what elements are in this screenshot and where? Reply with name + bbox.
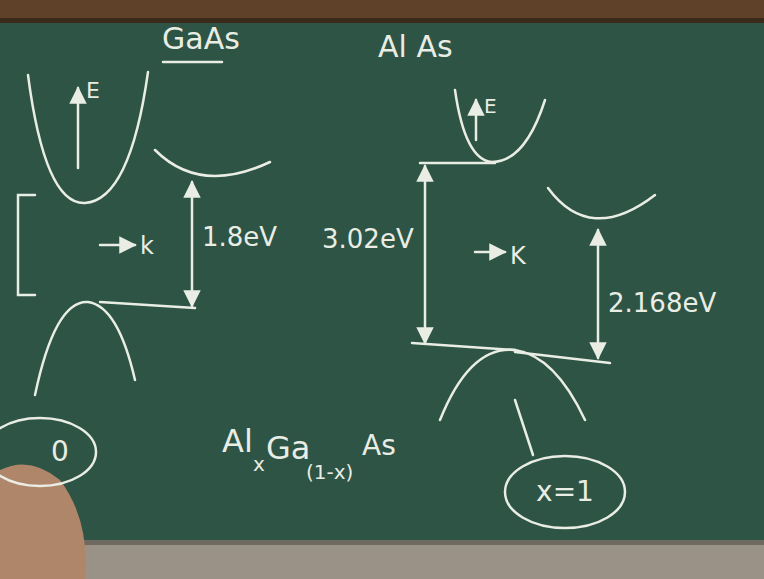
leader-line — [515, 400, 533, 455]
gaas-conduction-side-valley — [155, 150, 270, 176]
conduction-edge-line — [420, 162, 495, 165]
formula-subscript: (1-x) — [306, 462, 353, 482]
ledge-edge — [0, 540, 764, 545]
gap-bracket — [18, 195, 35, 295]
valence-edge-line — [100, 302, 195, 308]
energy-axis — [475, 100, 478, 140]
node-text: x=1 — [536, 478, 594, 506]
chalk-ellipse — [0, 416, 98, 488]
formula-part: As — [362, 432, 396, 460]
formula-part: Ga — [266, 432, 310, 464]
formula-subscript: x — [253, 454, 265, 474]
k-axis — [100, 244, 135, 247]
ellipse-outline — [505, 456, 625, 528]
k-axis — [475, 251, 505, 254]
axis-label: K — [510, 244, 526, 268]
wood-frame — [0, 0, 764, 20]
node-text: 0 — [51, 438, 69, 466]
circled-label: 0 — [0, 416, 98, 488]
axis-label: k — [140, 234, 154, 258]
gaas-valence-band — [35, 302, 135, 395]
band-gap-value: 1.8eV — [202, 224, 277, 250]
energy-axis — [77, 88, 80, 168]
band-gap-value: 2.168eV — [608, 290, 716, 316]
band-gap-value: 3.02eV — [322, 226, 414, 252]
underline — [163, 61, 222, 64]
material-name: GaAs — [162, 24, 240, 54]
axis-label: E — [86, 80, 100, 102]
chalk-ledge — [0, 543, 764, 579]
gap-arrow — [191, 182, 194, 306]
circled-label: x=1 — [503, 454, 627, 530]
alas-conduction-gamma — [455, 90, 545, 162]
valence-edge-line — [412, 343, 515, 350]
alas-valence-band — [440, 350, 585, 420]
chalk-lines — [18, 62, 655, 455]
formula-part: Al — [222, 425, 253, 457]
material-name: Al As — [378, 32, 453, 62]
axis-label: E — [484, 96, 497, 116]
alas-conduction-side-valley — [548, 188, 655, 218]
gaas-conduction-gamma — [28, 72, 148, 203]
ellipse-outline — [0, 418, 96, 486]
frame-edge — [0, 18, 764, 23]
gap-arrow — [597, 230, 600, 358]
gap-arrow — [424, 166, 427, 343]
valence-edge-line — [515, 352, 610, 363]
